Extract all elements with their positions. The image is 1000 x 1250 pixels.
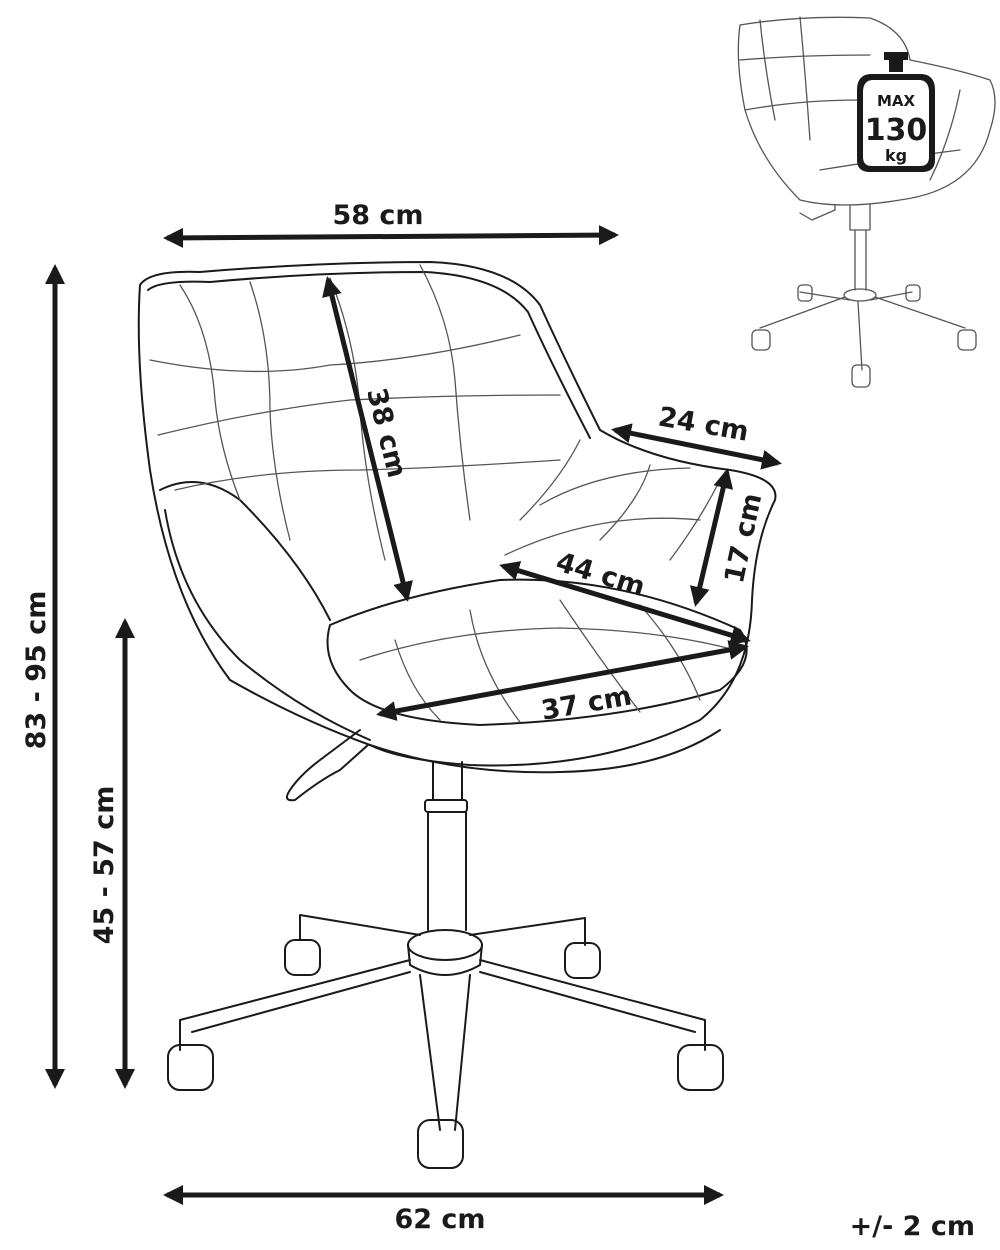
armrest-height-arrow	[689, 468, 734, 607]
weight-icon: MAX 130 kg	[857, 52, 935, 172]
width-arrow	[163, 225, 619, 248]
max-label: MAX	[877, 92, 916, 110]
max-load-thumbnail: MAX 130 kg	[737, 16, 996, 388]
max-load-value: 130	[865, 113, 928, 148]
seat-width-label: 37 cm	[539, 680, 634, 726]
seat-depth-arrow	[499, 561, 751, 645]
base-width-label: 62 cm	[394, 1204, 485, 1235]
armrest-depth-arrow	[611, 423, 782, 470]
width-label: 58 cm	[332, 200, 423, 231]
chair-illustration	[137, 261, 777, 1169]
seat-height-label: 45 - 57 cm	[89, 786, 120, 945]
seat-width-arrow	[376, 640, 749, 721]
tolerance-label: +/- 2 cm	[850, 1211, 975, 1242]
backrest-height-arrow	[322, 276, 413, 602]
total-height-label: 83 - 95 cm	[21, 591, 52, 750]
max-load-unit: kg	[885, 146, 907, 165]
